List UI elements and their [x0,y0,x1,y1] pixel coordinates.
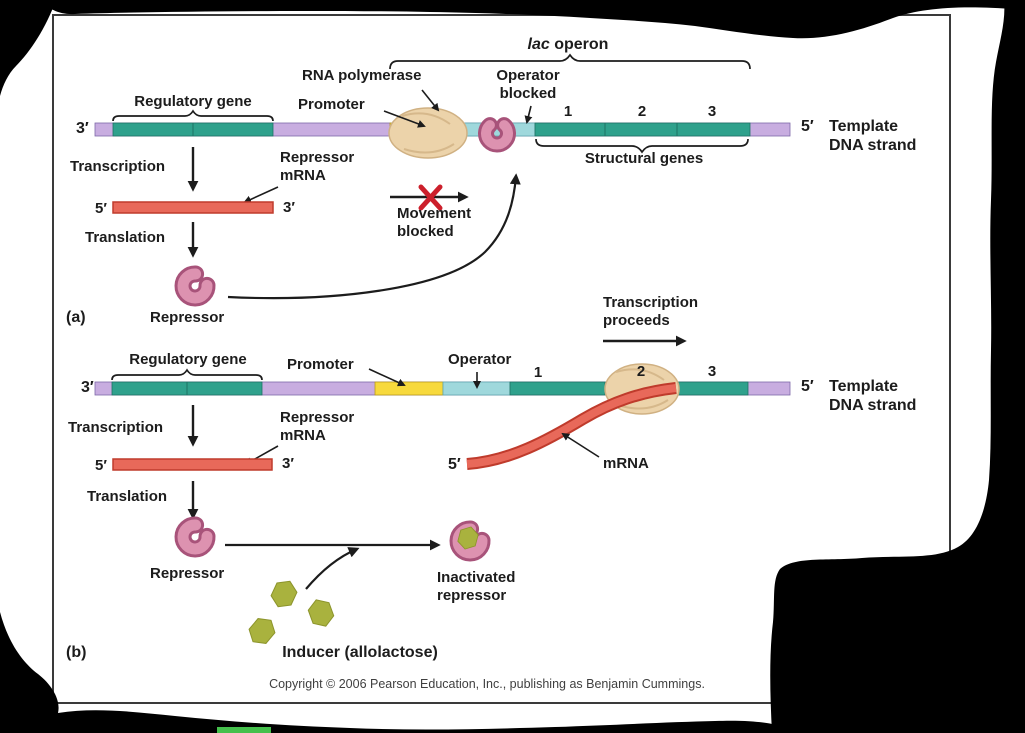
label-gene-2-b: 2 [636,363,646,380]
lac-italic: lac [527,36,550,53]
label-mrna: mRNA [603,455,649,472]
label-template-dna-a: Template DNA strand [829,117,916,155]
label-gene-1-a: 1 [563,103,573,120]
rna-polymerase-pointer [421,89,440,112]
repressor-icon-b [174,516,216,558]
inducer-hexagon-icons [248,580,335,644]
repressor-mrna-line1: Repressor [280,149,355,166]
inducer-hexagon-icon [270,580,298,608]
label-repressor-mrna-b: Repressor mRNA [280,409,354,445]
inducer-hexagon-icon [307,599,335,627]
repressor-binding-arrow [227,173,521,300]
label-repressor-b: Repressor [150,565,225,582]
repressor-on-operator-icon [478,117,516,153]
label-promoter-b: Promoter [287,356,354,373]
template-line2: DNA strand [829,137,917,154]
repressor-mrna-line2: mRNA [280,427,326,444]
operator-blocked-pointer [524,105,533,124]
label-transcription-a: Transcription [70,158,166,175]
label-lac-operon: lac operon [528,35,609,54]
label-operator-b: Operator [448,351,512,368]
structural-genes-bracket [535,138,749,154]
mrna-pointer [561,432,600,458]
movement-line2: blocked [397,223,454,240]
mrna-transcript-curve [466,382,677,470]
label-inactivated-repressor: Inactivated repressor [437,569,515,605]
label-three-prime-b: 3′ [81,379,94,396]
operon-text: operon [549,36,609,53]
label-movement-blocked: Movement blocked [397,205,471,241]
label-translation-a: Translation [85,229,166,246]
label-translation-b: Translation [87,488,168,505]
operator-blocked-line2: blocked [499,85,557,102]
label-transcription-b: Transcription [68,419,164,436]
label-repressor-mrna-a: Repressor mRNA [280,149,354,185]
inducer-hexagon-icon [248,618,276,644]
label-repressor-a: Repressor [150,309,225,326]
promoter-pointer-a [383,110,426,128]
label-regulatory-gene-b: Regulatory gene [129,351,247,368]
template-line1: Template [829,118,899,135]
label-gene-1-b: 1 [533,364,543,381]
transcription-proceeds-line2: proceeds [603,312,670,329]
repressor-mrna-pointer-a [243,186,279,204]
repressor-icon-a [174,265,216,307]
bound-inducer-hexagon-icon [457,526,479,550]
copyright-text: Copyright © 2006 Pearson Education, Inc.… [269,677,705,691]
label-promoter-a: Promoter [298,96,365,113]
label-rna-polymerase-a: RNA polymerase [302,67,422,84]
label-gene-3-b: 3 [707,363,717,380]
template-line1: Template [829,378,899,395]
strand-a-structural-genes-segment [534,122,751,137]
label-five-prime-mrna-a: 5′ [95,200,107,217]
label-three-prime-mrna-b: 3′ [282,455,294,472]
label-template-dna-b: Template DNA strand [829,377,916,415]
template-line2: DNA strand [829,397,917,414]
label-gene-2-a: 2 [637,103,647,120]
blocked-x-icon [418,184,443,211]
promoter-pointer-b [368,368,406,387]
label-five-prime-right-a: 5′ [801,118,814,135]
label-five-prime-mrna-b: 5′ [95,457,107,474]
label-regulatory-gene-a: Regulatory gene [134,93,252,110]
label-five-prime-right-b: 5′ [801,378,814,395]
label-inducer: Inducer (allolactose) [282,644,438,661]
label-gene-3-a: 3 [707,103,717,120]
inactivated-line1: Inactivated [437,569,516,586]
repressor-mrna-line1: Repressor [280,409,355,426]
label-panel-a: (a) [66,309,86,326]
label-panel-b: (b) [66,644,87,661]
inducer-binding-arrow [305,547,360,590]
regulatory-gene-bracket-a [112,109,274,122]
inactivated-line2: repressor [437,587,507,604]
movement-line1: Movement [397,205,472,222]
bottom-green-sliver [217,727,271,733]
rna-polymerase-icon-a [388,107,468,159]
panel-b-dna-strand [94,381,791,396]
strand-b-promoter-segment [374,381,444,396]
regulatory-gene-bracket-b [111,368,263,381]
label-three-prime-mrna-a: 3′ [283,199,295,216]
figure-border [52,14,951,704]
repressor-mrna-line2: mRNA [280,167,326,184]
lac-operon-bracket [389,53,751,70]
label-three-prime-a: 3′ [76,120,89,137]
label-structural-genes: Structural genes [584,150,704,167]
label-operator-blocked: Operator blocked [496,67,559,103]
repressor-mrna-bar-a [112,201,274,214]
label-five-prime-transcript: 5′ [448,456,461,473]
repressor-mrna-bar-b [112,458,273,471]
inactivated-repressor-icon [449,520,491,562]
transcription-proceeds-line1: Transcription [603,294,699,311]
label-transcription-proceeds: Transcription proceeds [603,294,698,330]
operator-blocked-line1: Operator [496,67,560,84]
